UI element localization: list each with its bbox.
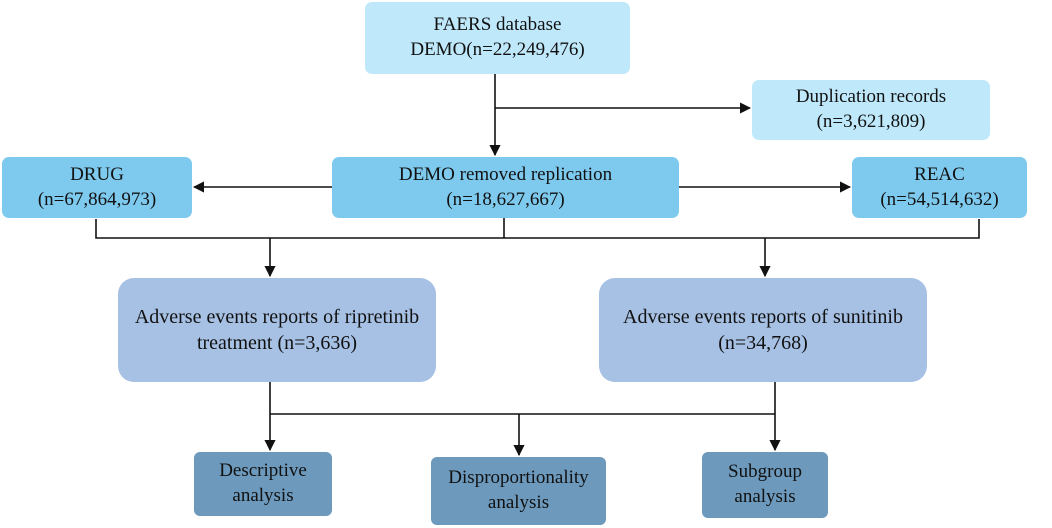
duplication-records-box: Duplication records (n=3,621,809) (752, 80, 990, 140)
bracket-row2 (95, 219, 980, 239)
demo-removed-line2: (n=18,627,667) (446, 188, 565, 210)
demo-removed-box: DEMO removed replication (n=18,627,667) (332, 157, 679, 218)
sunitinib-line2: (n=34,768) (718, 332, 808, 354)
ripretinib-line2: treatment (n=3,636) (196, 332, 358, 354)
disproportionality-analysis-box: Disproportionality analysis (431, 457, 606, 525)
subgroup-line1: Subgroup (728, 461, 802, 483)
reac-line2: (n=54,514,632) (880, 188, 999, 210)
ripretinib-line1: Adverse events reports of ripretinib (134, 306, 420, 328)
disproportionality-line2: analysis (487, 492, 550, 513)
disproportionality-line1: Disproportionality (448, 467, 589, 489)
faers-line1: FAERS database (433, 14, 562, 36)
faers-line2: DEMO(n=22,249,476) (410, 39, 585, 60)
duplication-line2: (n=3,621,809) (816, 111, 926, 132)
ripretinib-reports-box: Adverse events reports of ripretinib tre… (118, 278, 436, 382)
subgroup-line2: analysis (734, 486, 796, 507)
drug-line1: DRUG (70, 163, 124, 185)
faers-database-box: FAERS database DEMO(n=22,249,476) (365, 2, 630, 74)
descriptive-line1: Descriptive (219, 460, 307, 482)
descriptive-analysis-box: Descriptive analysis (194, 452, 332, 516)
sunitinib-line1: Adverse events reports of sunitinib (623, 306, 903, 328)
descriptive-line2: analysis (232, 485, 294, 506)
subgroup-analysis-box: Subgroup analysis (702, 452, 828, 518)
reac-box: REAC (n=54,514,632) (852, 157, 1027, 218)
reac-line1: REAC (914, 163, 965, 185)
sunitinib-reports-box: Adverse events reports of sunitinib (n=3… (599, 278, 927, 382)
duplication-line1: Duplication records (795, 86, 947, 108)
drug-box: DRUG (n=67,864,973) (2, 157, 192, 218)
drug-line2: (n=67,864,973) (37, 188, 157, 210)
demo-removed-line1: DEMO removed replication (398, 163, 613, 185)
